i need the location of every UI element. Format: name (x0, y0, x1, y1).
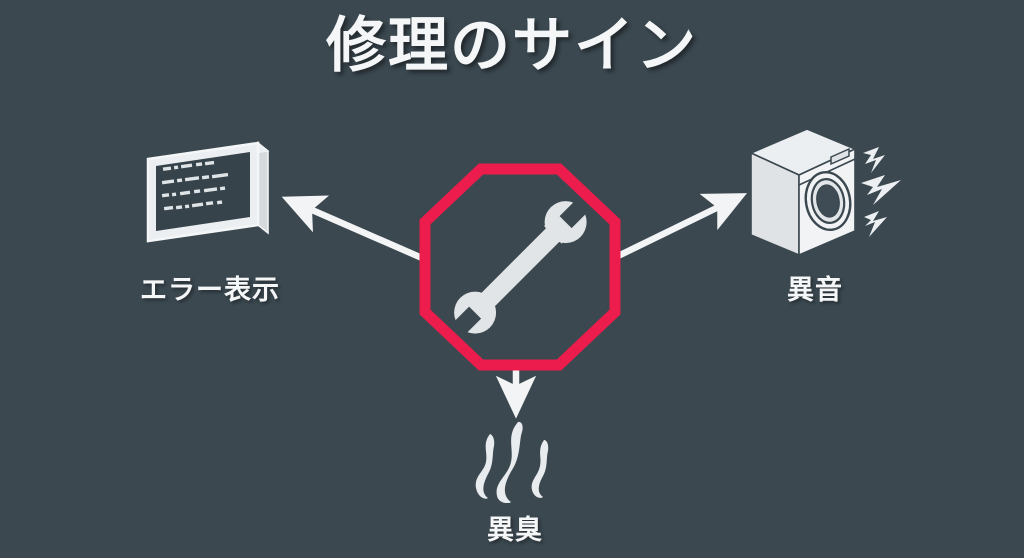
washing-machine-icon (749, 128, 901, 257)
page-title: 修理のサイン (326, 11, 698, 81)
wrench-icon (454, 201, 587, 334)
arrow-to-noise (612, 193, 748, 261)
screen-garbled-text (161, 160, 229, 211)
node-label-abnormal-noise: 異音 (787, 275, 843, 306)
arrow-to-error-display (281, 195, 424, 261)
node-label-error-display: エラー表示 (140, 275, 280, 306)
center-repair-sign (419, 163, 621, 371)
octagon-outline (419, 163, 621, 371)
node-label-abnormal-odor: 異臭 (487, 515, 543, 546)
error-screen-icon (146, 141, 270, 243)
noise-bolts-icon (861, 147, 901, 237)
smoke-odor-icon (475, 421, 549, 503)
